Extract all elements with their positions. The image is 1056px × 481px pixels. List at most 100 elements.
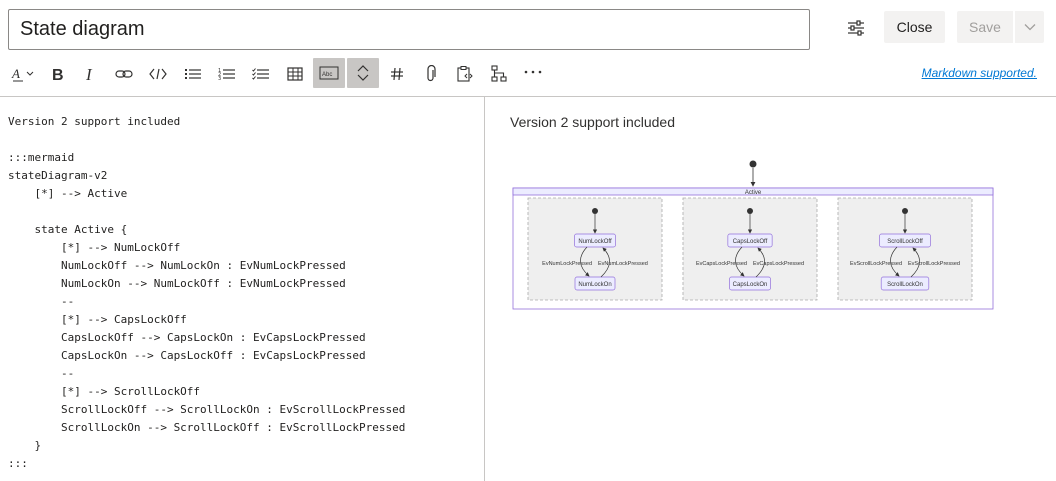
active-state-label: Active: [745, 190, 762, 196]
title-text: State diagram: [20, 18, 145, 40]
state-node-off-label: CapsLockOff: [733, 239, 768, 245]
state-node-off: [574, 233, 616, 248]
state-node-off: [879, 233, 931, 248]
svg-text:I: I: [85, 66, 93, 82]
text-format-button[interactable]: A: [7, 60, 39, 88]
pane-divider[interactable]: [484, 97, 485, 481]
state-node-on-label: NumLockOn: [578, 282, 611, 288]
bold-icon: B: [52, 67, 64, 82]
state-node-on-label: CapsLockOn: [733, 282, 768, 288]
transition-on-to-off: [755, 247, 765, 278]
paperclip-icon: [427, 65, 436, 82]
editor-line: :::mermaid: [8, 151, 75, 164]
editor-line: }: [8, 439, 42, 452]
text-highlight-icon: A: [11, 66, 34, 82]
table-button[interactable]: [280, 60, 310, 88]
active-state-header: [512, 187, 994, 196]
transition-on-to-off: [910, 247, 920, 278]
formatting-toolbar: A B I 1 2: [0, 58, 1056, 90]
svg-text:3: 3: [218, 76, 221, 81]
numbered-list-icon: 1 2 3: [218, 68, 235, 81]
state-node-off-label: NumLockOff: [578, 239, 612, 245]
initial-state-dot: [749, 160, 757, 168]
editor-line: Version 2 support included: [8, 115, 181, 128]
clipboard-button[interactable]: [450, 60, 480, 88]
markdown-supported-link[interactable]: Markdown supported.: [921, 66, 1037, 80]
transition-label-right: EvScrollLockPressed: [908, 261, 960, 267]
svg-text:Abc: Abc: [322, 72, 332, 78]
state-node-on: [880, 276, 930, 291]
region-initial-dot: [747, 208, 753, 214]
editor-line: --: [8, 295, 75, 308]
editor-line: CapsLockOn --> CapsLockOff : EvCapsLockP…: [8, 349, 366, 362]
editor-line: ScrollLockOn --> ScrollLockOff : EvScrol…: [8, 421, 406, 434]
bulleted-list-icon: [185, 69, 201, 79]
transition-label-left: EvCapsLockPressed: [696, 261, 747, 267]
bold-button[interactable]: B: [42, 60, 72, 88]
transition-label-left: EvNumLockPressed: [542, 261, 592, 267]
save-button[interactable]: Save: [957, 11, 1013, 43]
task-list-button[interactable]: [246, 60, 276, 88]
task-list-icon: [252, 68, 269, 80]
editor-line: NumLockOff --> NumLockOn : EvNumLockPres…: [8, 259, 346, 272]
transition-label-right: EvNumLockPressed: [598, 261, 648, 267]
diagram-button[interactable]: [484, 60, 514, 88]
save-dropdown-button[interactable]: [1014, 11, 1044, 43]
table-icon: [287, 67, 303, 81]
preview-toggle-button[interactable]: Abc: [313, 58, 345, 88]
close-button-label: Close: [896, 19, 933, 35]
attach-button[interactable]: [416, 60, 446, 88]
collapse-icon: [357, 65, 369, 81]
numbered-list-button[interactable]: 1 2 3: [212, 60, 242, 88]
editor-line: NumLockOn --> NumLockOff : EvNumLockPres…: [8, 277, 346, 290]
preview-paragraph: Version 2 support included: [510, 114, 675, 130]
diagram-icon: [491, 65, 507, 82]
state-node-on: [574, 276, 616, 291]
chevron-down-icon: [1024, 24, 1035, 31]
italic-icon: I: [85, 66, 93, 82]
settings-button[interactable]: [842, 14, 870, 42]
editor-line: --: [8, 367, 75, 380]
editor-line: stateDiagram-v2: [8, 169, 108, 182]
title-input[interactable]: State diagram: [8, 9, 810, 50]
svg-text:1: 1: [218, 68, 221, 74]
more-icon: [524, 70, 542, 74]
svg-text:A: A: [11, 66, 20, 81]
region-initial-dot: [902, 208, 908, 214]
editor-line: ScrollLockOff --> ScrollLockOn : EvScrol…: [8, 403, 406, 416]
state-node-on-label: ScrollLockOn: [887, 282, 923, 288]
editor-line: state Active {: [8, 223, 128, 236]
sliders-icon: [848, 20, 864, 36]
collapse-button[interactable]: [347, 58, 379, 88]
svg-text:2: 2: [218, 72, 221, 78]
bulleted-list-button[interactable]: [178, 60, 208, 88]
region-initial-dot: [592, 208, 598, 214]
code-button[interactable]: [143, 60, 173, 88]
editor-line: CapsLockOff --> CapsLockOn : EvCapsLockP…: [8, 331, 366, 344]
state-node-on: [729, 276, 771, 291]
hash-icon: [391, 67, 403, 81]
svg-text:B: B: [52, 67, 64, 82]
mention-button[interactable]: [382, 60, 412, 88]
editor-line: [*] --> NumLockOff: [8, 241, 181, 254]
state-node-off: [727, 233, 773, 248]
close-button[interactable]: Close: [884, 11, 945, 43]
link-button[interactable]: [109, 60, 139, 88]
transition-off-to-on: [890, 246, 900, 277]
state-node-off-label: ScrollLockOff: [887, 239, 923, 245]
more-options-button[interactable]: [518, 58, 548, 86]
italic-button[interactable]: I: [75, 60, 105, 88]
editor-line: :::: [8, 457, 28, 470]
editor-line: [*] --> Active: [8, 187, 128, 200]
transition-off-to-on: [735, 246, 745, 277]
transition-label-right: EvCapsLockPressed: [753, 261, 804, 267]
transition-on-to-off: [600, 247, 610, 278]
transition-off-to-on: [580, 246, 590, 277]
code-icon: [149, 68, 167, 80]
editor-line: [*] --> CapsLockOff: [8, 313, 187, 326]
preview-icon: Abc: [319, 66, 339, 80]
toolbar-divider: [0, 96, 1056, 97]
clipboard-code-icon: [457, 66, 473, 82]
